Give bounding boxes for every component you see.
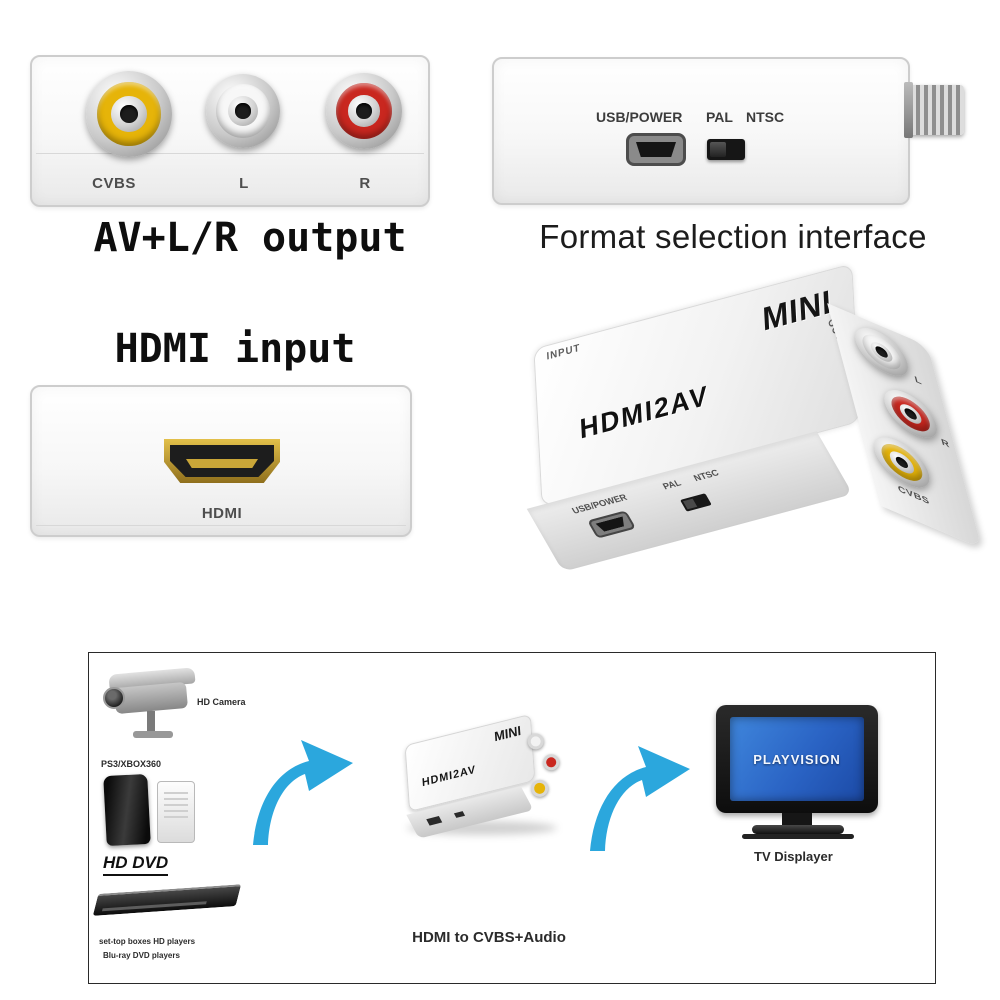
rca-ring — [858, 328, 905, 376]
hd-dvd-logo: HD DVD — [103, 853, 169, 876]
tv-displayer-label: TV Displayer — [754, 849, 833, 864]
mini-usb-port — [626, 133, 686, 166]
hdmi2av-converter-product: INPUT MINI HDMI2AV OUTPUT USB/POWER PAL … — [486, 242, 982, 621]
rf-coax-connector — [904, 82, 964, 138]
rca-ring — [887, 390, 934, 438]
brand-text: MINI — [493, 722, 522, 745]
rca-center-hole — [904, 407, 918, 421]
tv-screen: PLAYVISION — [730, 717, 864, 801]
note-set-top-boxes: set-top boxes HD players — [99, 937, 196, 946]
hdmi-port-label: HDMI — [201, 505, 243, 522]
rca-ring — [877, 437, 927, 488]
rca-jack-left-white — [850, 319, 914, 385]
camera-mount — [147, 711, 155, 733]
tv-base — [752, 825, 844, 834]
mini-usb-port — [587, 510, 637, 539]
mini-usb-port — [426, 816, 443, 826]
rca-ring — [335, 82, 393, 140]
ntsc-label: NTSC — [691, 467, 721, 483]
right-jack-label: R — [359, 175, 371, 192]
format-selection-caption: Format selection interface — [539, 218, 927, 255]
note-bluray-players: Blu-ray DVD players — [103, 951, 180, 960]
av-output-device-panel: CVBS L R — [30, 55, 430, 207]
panel-seam — [36, 525, 406, 526]
hdmi-input-title: HDMI input — [114, 326, 356, 372]
rca-ring — [215, 83, 271, 139]
rca-metal-ring — [111, 96, 147, 132]
ps3-console — [103, 773, 151, 847]
hdmi-port — [164, 439, 280, 483]
usb-power-label: USB/POWER — [596, 109, 683, 125]
rca-jack-right-red — [326, 73, 402, 149]
camera-base — [133, 731, 173, 738]
hdmi-input-device-panel: HDMI — [30, 385, 412, 537]
pal-label: PAL — [660, 477, 683, 492]
rca-jack-cvbs-yellow — [86, 71, 172, 157]
pal-label: PAL — [706, 109, 733, 125]
console-label: PS3/XBOX360 — [101, 759, 162, 769]
rca-jack-cvbs-yellow — [529, 778, 550, 799]
model-text: HDMI2AV — [421, 763, 477, 790]
input-label: INPUT — [546, 342, 581, 363]
hdmi-port-tongue — [186, 459, 258, 468]
rca-center-hole — [895, 455, 909, 470]
rca-metal-ring — [227, 95, 259, 127]
switch-knob — [710, 142, 726, 157]
rca-jack-right-red — [879, 381, 943, 447]
hd-camera-illustration — [89, 653, 249, 753]
camera-lens — [103, 687, 125, 709]
rca-metal-ring — [897, 400, 924, 428]
rca-ring — [97, 82, 161, 146]
flow-arrow-icon — [253, 740, 353, 845]
cvbs-jack-label: CVBS — [92, 175, 136, 192]
rca-metal-ring — [348, 95, 380, 127]
mini-usb-slot — [636, 142, 676, 157]
model-text: HDMI2AV — [578, 379, 710, 445]
rca-metal-ring — [868, 338, 895, 366]
tv-frame: PLAYVISION — [716, 705, 878, 813]
tv-illustration: PLAYVISION TV Displayer — [714, 703, 884, 873]
ntsc-label: NTSC — [746, 109, 785, 125]
camera-label: HD Camera — [197, 697, 246, 707]
rca-metal-ring — [888, 448, 916, 477]
rca-center-hole — [120, 105, 138, 123]
mini-converter-illustration: MINI HDMI2AV — [389, 713, 579, 843]
diagram-caption: HDMI to CVBS+Audio — [412, 929, 566, 946]
flow-arrow-icon — [590, 746, 690, 851]
brand-text: MINI — [761, 282, 833, 338]
connection-diagram: HD Camera PS3/XBOX360 HD DVD set-top box… — [88, 652, 936, 984]
rca-jack-left-white — [206, 74, 280, 148]
tv-neck — [782, 813, 812, 825]
left-jack-label: L — [239, 175, 249, 192]
converter-output-face: L R CVBS — [827, 303, 982, 549]
pal-ntsc-switch — [453, 811, 466, 818]
xbox-console — [157, 781, 195, 843]
left-jack-label: L — [913, 374, 924, 387]
rca-center-hole — [235, 103, 251, 119]
right-jack-label: R — [940, 436, 951, 450]
tv-foot — [742, 834, 854, 839]
panel-seam — [36, 153, 424, 154]
av-output-caption: AV+L/R output — [93, 215, 407, 261]
rca-center-hole — [875, 345, 889, 359]
dvd-player — [92, 884, 242, 916]
pal-ntsc-switch — [707, 139, 745, 160]
rca-jack-right-red — [541, 752, 561, 772]
tv-screen-text: PLAYVISION — [753, 751, 841, 767]
format-selection-device-panel: USB/POWER PAL NTSC — [492, 57, 964, 205]
camera-body — [114, 681, 188, 715]
pal-ntsc-switch — [679, 493, 712, 512]
hdmi-port-cavity — [170, 445, 274, 477]
rca-center-hole — [356, 103, 372, 119]
converter-body: MINI HDMI2AV — [376, 692, 592, 864]
